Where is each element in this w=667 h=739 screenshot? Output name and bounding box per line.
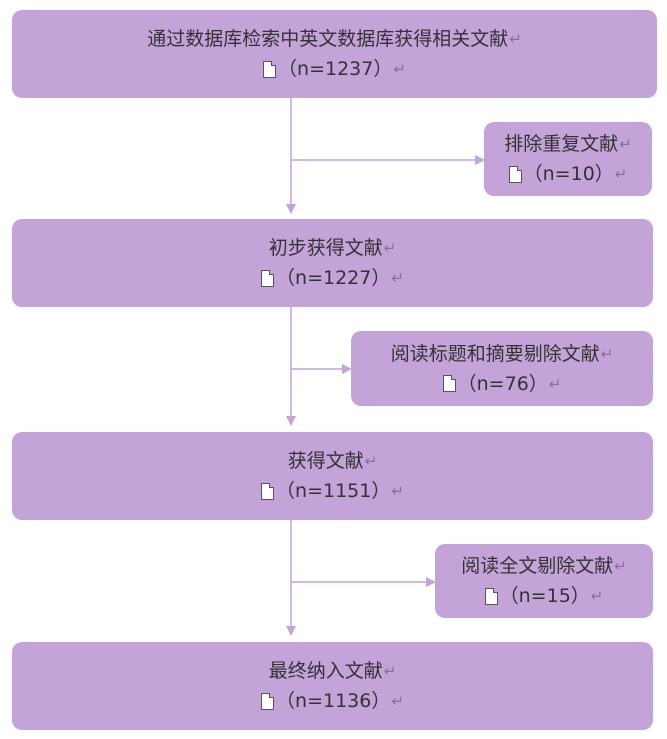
document-icon [442,375,456,392]
exclusion-box-1: 排除重复文献↵ （n=10）↵ [484,122,652,196]
return-mark: ↵ [393,60,406,78]
return-mark: ↵ [614,165,628,183]
return-mark: ↵ [590,587,604,605]
return-mark: ↵ [364,452,378,470]
return-mark: ↵ [619,135,632,153]
return-mark: ↵ [383,662,397,680]
document-icon [484,587,498,605]
return-mark: ↵ [391,269,404,287]
document-icon [261,269,275,287]
exclusion-1-count: （n=10） [523,163,614,185]
exclusion-3-title: 阅读全文剔除文献 [461,555,614,577]
step-3-count: （n=1151） [276,480,391,502]
exclusion-box-2: 阅读标题和摘要剔除文献↵ （n=76）↵ [351,331,653,406]
return-mark: ↵ [509,30,522,48]
step-4-title: 最终纳入文献 [268,660,383,682]
document-icon [261,482,275,500]
return-mark: ↵ [391,482,404,500]
step-box-1: 通过数据库检索中英文数据库获得相关文献↵ （n=1237）↵ [12,10,657,98]
return-mark: ↵ [614,557,627,575]
document-icon [261,692,275,710]
exclusion-2-count: （n=76） [457,372,548,395]
exclusion-box-3: 阅读全文剔除文献↵ （n=15）↵ [435,544,653,618]
exclusion-1-title: 排除重复文献 [504,133,619,155]
step-3-title: 获得文献 [287,450,364,472]
return-mark: ↵ [383,239,397,257]
step-2-count: （n=1227） [276,267,391,289]
step-4-count: （n=1136） [276,690,391,712]
document-icon [263,60,277,78]
return-mark: ↵ [391,692,404,710]
document-icon [508,165,522,183]
exclusion-3-count: （n=15） [499,585,590,607]
return-mark: ↵ [548,374,562,393]
step-box-3: 获得文献↵ （n=1151）↵ [12,432,653,520]
step-2-title: 初步获得文献 [268,237,383,259]
step-1-title: 通过数据库检索中英文数据库获得相关文献 [147,28,509,50]
step-box-4: 最终纳入文献↵ （n=1136）↵ [12,642,653,730]
return-mark: ↵ [600,344,614,363]
step-box-2: 初步获得文献↵ （n=1227）↵ [12,219,653,307]
exclusion-2-title: 阅读标题和摘要剔除文献 [390,342,600,365]
step-1-count: （n=1237） [278,58,393,80]
